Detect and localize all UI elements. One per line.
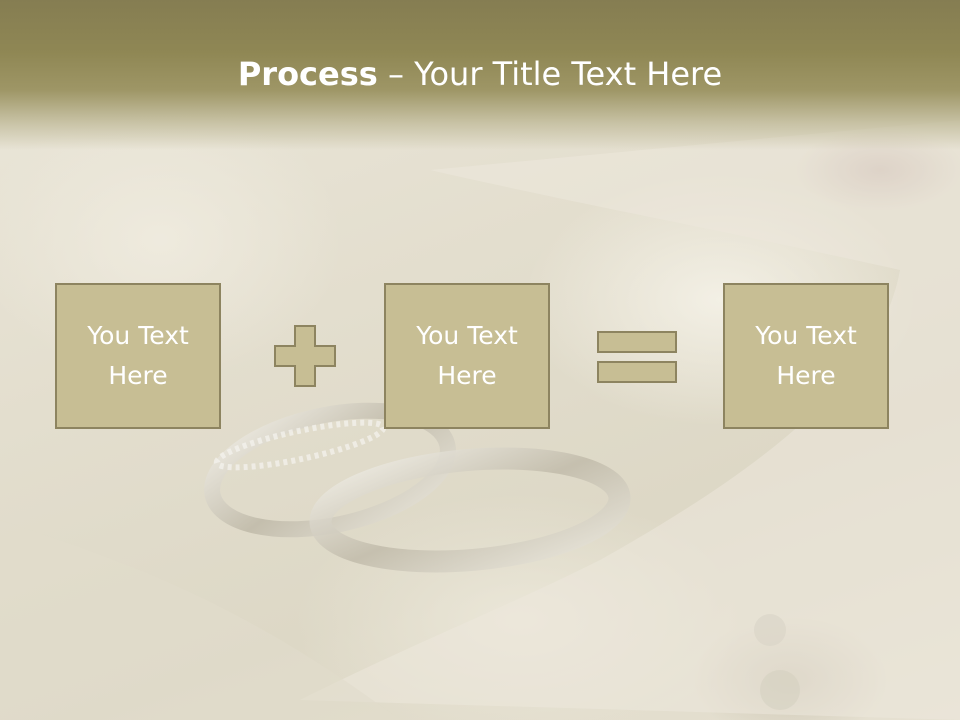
process-box-1-text: You Text Here: [87, 321, 189, 390]
process-box-1: You Text Here: [55, 283, 221, 429]
equals-icon: [597, 331, 677, 383]
slide-title-bold: Process: [237, 55, 378, 93]
plus-icon: [274, 325, 336, 387]
process-box-3: You Text Here: [723, 283, 889, 429]
slide-title-separator: –: [377, 55, 415, 93]
title-band: [0, 0, 960, 150]
process-box-2-text: You Text Here: [416, 321, 518, 390]
slide-title: Process – Your Title Text Here: [0, 52, 960, 96]
slide-title-rest: Your Title Text Here: [414, 55, 723, 93]
process-box-2: You Text Here: [384, 283, 550, 429]
process-box-3-text: You Text Here: [755, 321, 857, 390]
